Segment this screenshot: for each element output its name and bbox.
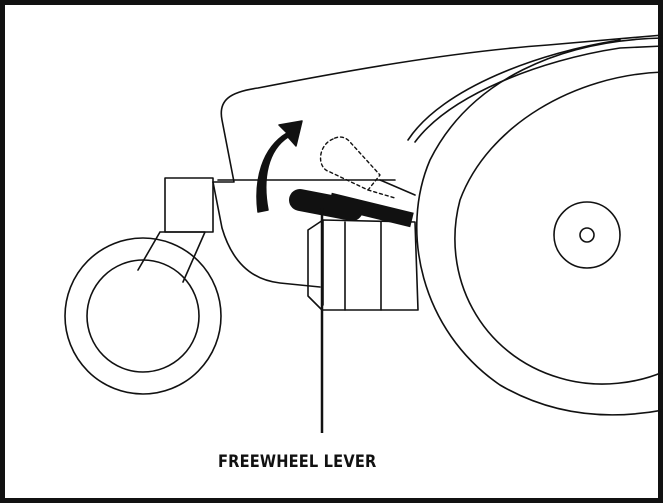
- mower-body-lower: [212, 181, 321, 288]
- lever-housing: [307, 219, 419, 311]
- curved-arrow-icon: [256, 120, 303, 213]
- lever-alternate-position: [319, 136, 396, 199]
- rear-wheel: [407, 37, 663, 416]
- freewheel-lever[interactable]: [289, 189, 414, 228]
- freewheel-lever-label: FREEWHEEL LEVER: [218, 452, 377, 472]
- mower-body-shell: [212, 34, 663, 183]
- body-seam-lower: [379, 179, 416, 196]
- caster-mount-block: [164, 177, 214, 233]
